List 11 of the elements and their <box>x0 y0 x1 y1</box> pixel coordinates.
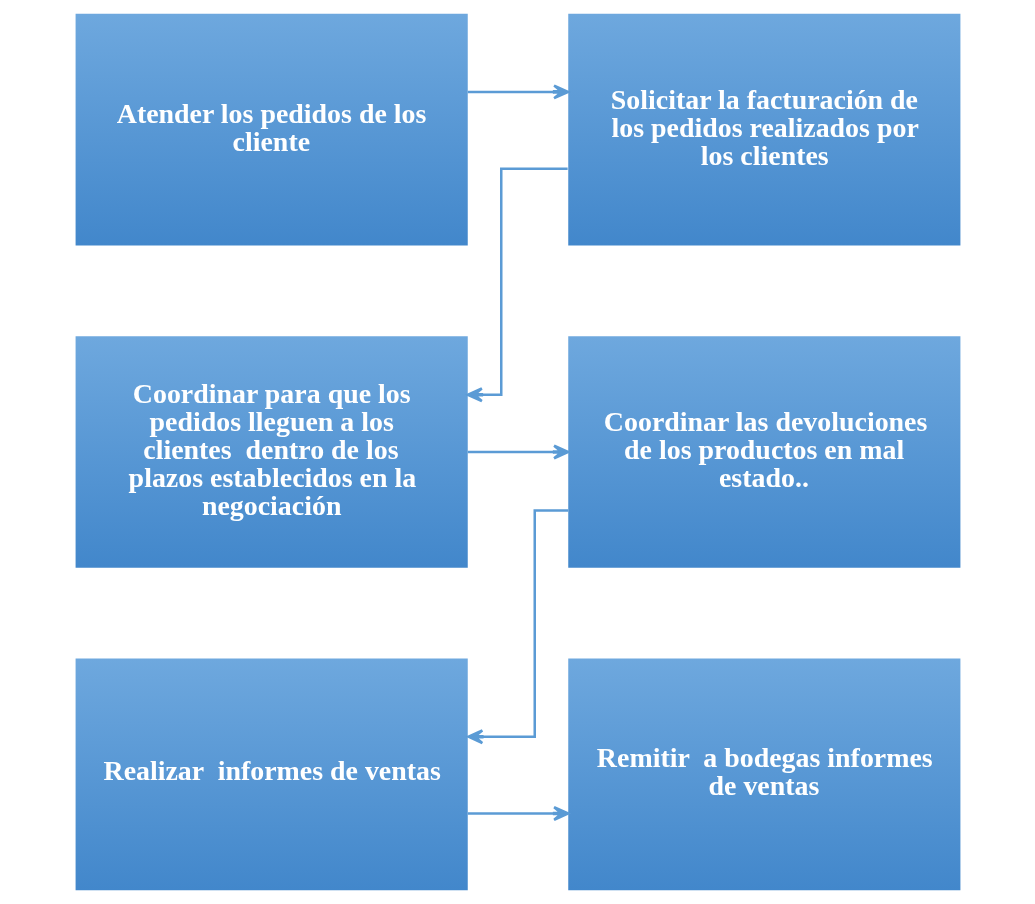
arrow <box>467 444 569 460</box>
node-box: Atender los pedidos de los cliente <box>75 13 468 246</box>
node-box: Coordinar para que los pedidos lleguen a los clientes dentro de los plazos establecidos en la negociación <box>75 336 468 568</box>
arrow <box>467 805 569 821</box>
arrow <box>467 84 569 100</box>
node-box: Realizar informes de ventas <box>75 658 468 891</box>
arrow <box>466 167 568 403</box>
node-box: Remitir a bodegas informes de ventas <box>567 658 960 891</box>
node-box: Coordinar las devoluciones de los productos en mal estado.. <box>567 336 960 568</box>
arrow <box>466 509 568 745</box>
node-box: Solicitar la facturación de los pedidos realizados por los clientes <box>567 13 960 246</box>
